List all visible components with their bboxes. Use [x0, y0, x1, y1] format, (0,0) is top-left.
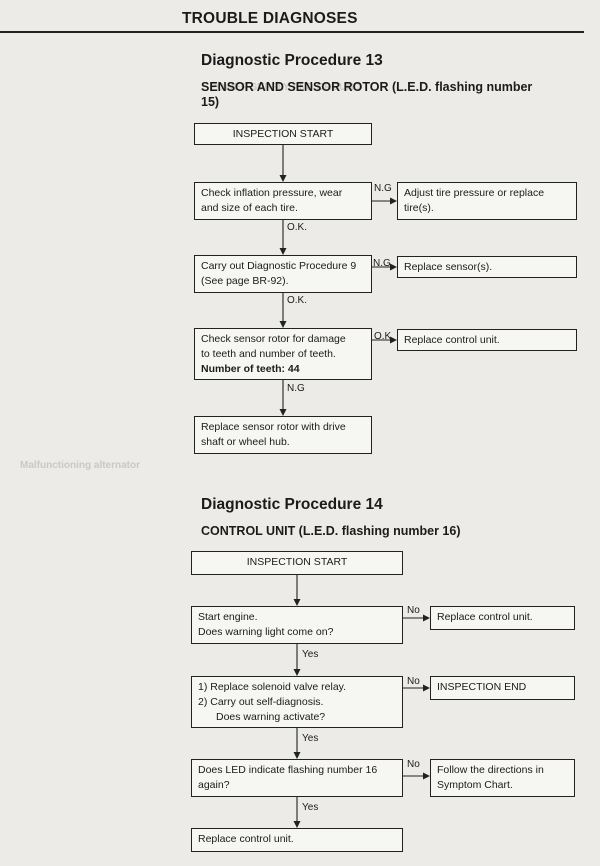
proc13-step1-line2: and size of each tire.: [201, 202, 298, 214]
proc13-title: Diagnostic Procedure 13: [201, 52, 383, 69]
proc13-ok1-label: O.K.: [287, 222, 308, 233]
header-rule: [0, 31, 584, 33]
proc14-start-label: INSPECTION START: [246, 556, 348, 568]
proc13-step4-box: Replace sensor rotor with drive shaft or…: [194, 416, 372, 454]
proc14-step3-no-label: No: [407, 759, 420, 770]
proc14-step3-box: Does LED indicate flashing number 16 aga…: [191, 759, 403, 797]
proc13-step1-line1: Check inflation pressure, wear: [201, 187, 343, 199]
proc13-step4-line2: shaft or wheel hub.: [201, 436, 290, 448]
proc14-step1-box: Start engine. Does warning light come on…: [191, 606, 403, 644]
proc14-step1-line1: Start engine.: [198, 611, 258, 623]
proc13-step2-line1: Carry out Diagnostic Procedure 9: [201, 260, 357, 272]
proc14-final-action: Replace control unit.: [198, 833, 294, 845]
proc13-start-label: INSPECTION START: [232, 128, 334, 140]
proc14-yes1-label: Yes: [302, 649, 319, 660]
proc14-step3-no-action-line1: Follow the directions in: [437, 764, 544, 776]
proc13-step3-ok-action-box: Replace control unit.: [397, 329, 577, 351]
page-header: TROUBLE DIAGNOSES: [182, 10, 358, 27]
proc14-step3-no-action-line2: Symptom Chart.: [437, 779, 513, 791]
proc14-step3-line1: Does LED indicate flashing number 16: [198, 764, 378, 776]
proc13-inspection-start-box: INSPECTION START: [194, 123, 372, 145]
proc13-subtitle-line2: 15): [201, 95, 220, 109]
proc14-step2-line1: 1) Replace solenoid valve relay.: [198, 681, 347, 693]
bleed-through-text-1: POWER SUPPLY AND GROUND: [210, 82, 361, 93]
proc13-step3-box: Check sensor rotor for damage to teeth a…: [194, 328, 372, 380]
proc14-step3-no-action-box: Follow the directions in Symptom Chart.: [430, 759, 575, 797]
proc14-step3-line2: again?: [198, 779, 230, 791]
proc13-subtitle-line1: SENSOR AND SENSOR ROTOR (L.E.D. flashing…: [201, 80, 533, 94]
proc13-step2-box: Carry out Diagnostic Procedure 9 (See pa…: [194, 255, 372, 293]
proc13-step3-ok-label: O.K: [374, 331, 392, 342]
proc13-step2-ng-action-box: Replace sensor(s).: [397, 256, 577, 278]
proc14-step2-line3: Does warning activate?: [216, 711, 326, 723]
proc14-step1-no-label: No: [407, 605, 420, 616]
proc14-yes3-label: Yes: [302, 802, 319, 813]
proc13-step1-ng-action-line1: Adjust tire pressure or replace: [404, 187, 545, 199]
proc13-ng3-label: N.G: [287, 383, 305, 394]
proc14-title: Diagnostic Procedure 14: [201, 496, 383, 513]
proc13-step3-line2: to teeth and number of teeth.: [201, 348, 336, 360]
proc13-step1-ng-label: N.G: [374, 183, 392, 194]
proc13-subtitle: SENSOR AND SENSOR ROTOR (L.E.D. flashing…: [201, 80, 532, 110]
proc14-final-box: Replace control unit.: [191, 828, 403, 852]
proc14-step1-line2: Does warning light come on?: [198, 626, 334, 638]
proc14-step2-box: 1) Replace solenoid valve relay. 2) Carr…: [191, 676, 403, 728]
proc13-step4-line1: Replace sensor rotor with drive: [201, 421, 346, 433]
proc14-step1-no-action: Replace control unit.: [437, 611, 533, 623]
proc13-step3-line3: Number of teeth: 44: [201, 363, 300, 375]
proc14-step2-no-action-box: INSPECTION END: [430, 676, 575, 700]
proc14-yes2-label: Yes: [302, 733, 319, 744]
proc14-subtitle: CONTROL UNIT (L.E.D. flashing number 16): [201, 524, 461, 538]
proc13-step3-ok-action: Replace control unit.: [404, 334, 500, 346]
proc13-step2-line2: (See page BR-92).: [201, 275, 289, 287]
bleed-through-text-2: Malfunctioning alternator: [20, 460, 140, 471]
proc13-ok2-label: O.K.: [287, 295, 308, 306]
proc14-step2-no-action: INSPECTION END: [437, 681, 527, 693]
proc13-step2-ng-action: Replace sensor(s).: [404, 261, 493, 273]
proc14-step2-line2: 2) Carry out self-diagnosis.: [198, 696, 324, 708]
proc13-step1-ng-action-box: Adjust tire pressure or replace tire(s).: [397, 182, 577, 220]
proc14-step1-no-action-box: Replace control unit.: [430, 606, 575, 630]
proc14-step2-no-label: No: [407, 676, 420, 687]
proc13-step3-line1: Check sensor rotor for damage: [201, 333, 346, 345]
proc13-step1-box: Check inflation pressure, wear and size …: [194, 182, 372, 220]
proc13-step1-ng-action-line2: tire(s).: [404, 202, 434, 214]
proc13-step2-ng-label: N.G.: [373, 258, 394, 269]
proc14-inspection-start-box: INSPECTION START: [191, 551, 403, 575]
